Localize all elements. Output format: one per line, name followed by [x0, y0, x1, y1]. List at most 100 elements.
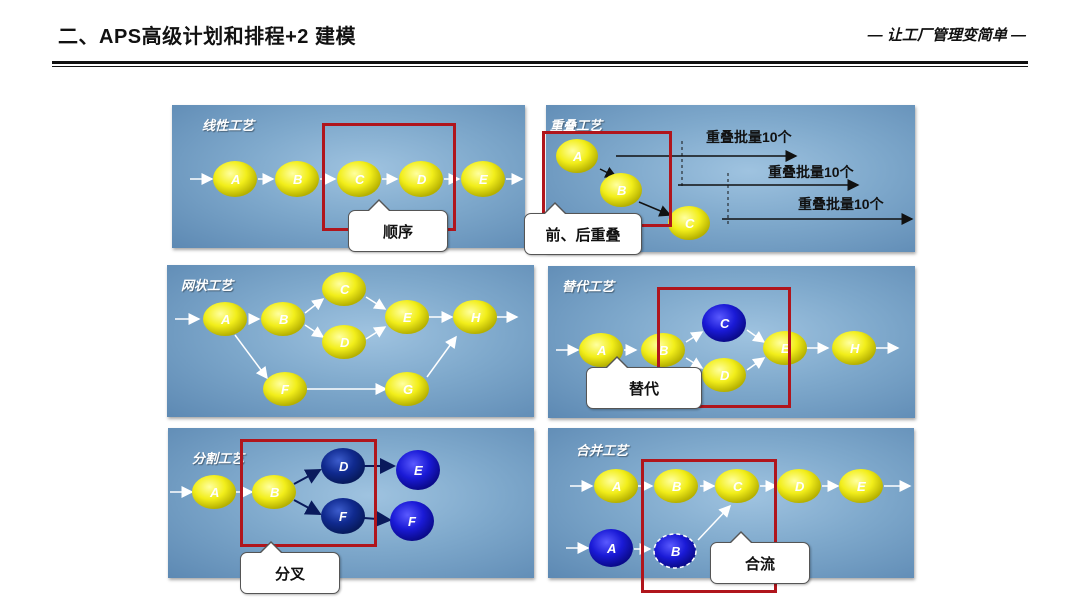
svg-text:B: B: [617, 183, 626, 198]
callout-merge: 合流: [710, 531, 810, 584]
flow-arrows: [175, 296, 519, 395]
callout-alternate: 替代: [586, 356, 702, 409]
node-f-blue: F: [390, 501, 434, 541]
svg-text:A: A: [230, 172, 240, 187]
node-h: H: [453, 300, 497, 334]
node-a: A: [556, 139, 598, 173]
header-slogan: — 让工厂管理变简单 —: [867, 27, 1026, 44]
svg-text:E: E: [479, 172, 488, 187]
node-b: B: [275, 161, 319, 197]
panel-merge-process: 合并工艺 A B C D E A B 合流: [548, 428, 914, 593]
highlight-box: [240, 439, 377, 547]
svg-text:D: D: [417, 172, 427, 187]
svg-text:B: B: [672, 479, 681, 494]
panel-overlap-process: 重叠工艺 重叠批量10个 重叠批量10个 重叠批量10个 A B C 前、后重叠: [524, 105, 915, 255]
node-a: A: [213, 161, 257, 197]
panel-title: 重叠工艺: [550, 118, 603, 133]
node-c: C: [337, 161, 381, 197]
node-a: A: [192, 475, 236, 509]
svg-text:A: A: [220, 312, 230, 327]
svg-text:C: C: [340, 282, 350, 297]
panel-network-process: 网状工艺 A B C D E H F G: [167, 265, 534, 417]
svg-text:A: A: [572, 149, 582, 164]
svg-text:B: B: [293, 172, 302, 187]
node-c: C: [322, 272, 366, 306]
panel-linear-process: 线性工艺 A B C D E 顺序: [172, 105, 525, 252]
svg-text:C: C: [720, 316, 730, 331]
panel-title: 分割工艺: [192, 451, 245, 466]
panel-title: 替代工艺: [562, 279, 615, 294]
highlight-box: [641, 459, 777, 593]
svg-text:A: A: [209, 485, 219, 500]
svg-text:B: B: [279, 312, 288, 327]
node-d: D: [322, 325, 366, 359]
page-title: 二、APS高级计划和排程+2 建模: [58, 26, 356, 48]
node-d: D: [702, 358, 746, 392]
overlap-guides: [681, 141, 729, 225]
panel-title: 合并工艺: [576, 443, 629, 458]
svg-text:A: A: [606, 541, 616, 556]
node-e: E: [385, 300, 429, 334]
node-d: D: [399, 161, 443, 197]
svg-text:C: C: [685, 216, 695, 231]
header-divider-thin: [52, 66, 1028, 67]
header-divider-thick: [52, 61, 1028, 64]
svg-text:A: A: [596, 343, 606, 358]
node-b: B: [641, 333, 685, 367]
node-c: C: [715, 469, 759, 503]
overlap-flow-diagram: 重叠批量10个 重叠批量10个 重叠批量10个 A B C: [556, 129, 914, 240]
node-d: D: [777, 469, 821, 503]
batch-label-1: 重叠批量10个: [706, 129, 793, 145]
flow-arrows: [556, 329, 900, 371]
node-a: A: [203, 302, 247, 336]
flow-arrows: [566, 480, 912, 555]
svg-text:C: C: [733, 479, 743, 494]
node-a: A: [594, 469, 638, 503]
node-b: B: [261, 302, 305, 336]
svg-text:A: A: [611, 479, 621, 494]
svg-text:E: E: [414, 463, 423, 478]
linear-flow-diagram: A B C D E: [190, 161, 524, 197]
svg-text:C: C: [355, 172, 365, 187]
svg-text:F: F: [339, 509, 348, 524]
node-f: F: [263, 372, 307, 406]
callout-overlap: 前、后重叠: [524, 202, 642, 255]
highlight-box: [657, 287, 791, 408]
branch-arrows: [293, 458, 396, 527]
node-b: B: [252, 475, 296, 509]
node-e-blue: E: [396, 450, 440, 490]
node-b-blue: B: [653, 533, 697, 569]
svg-text:B: B: [671, 544, 680, 559]
panel-title: 网状工艺: [181, 278, 234, 293]
node-f-darkblue: F: [321, 498, 365, 534]
svg-text:E: E: [781, 341, 790, 356]
batch-label-2: 重叠批量10个: [768, 164, 855, 180]
svg-text:H: H: [471, 310, 481, 325]
network-flow-diagram: A B C D E H F G: [175, 272, 519, 406]
svg-text:H: H: [850, 341, 860, 356]
svg-text:B: B: [270, 485, 279, 500]
node-b: B: [600, 173, 642, 207]
node-b: B: [654, 469, 698, 503]
svg-text:D: D: [795, 479, 805, 494]
node-a-blue: A: [589, 529, 633, 567]
svg-text:D: D: [339, 459, 349, 474]
callout-sequence: 顺序: [348, 199, 448, 252]
svg-text:B: B: [659, 343, 668, 358]
node-c: C: [668, 206, 710, 240]
svg-text:D: D: [340, 335, 350, 350]
node-e: E: [763, 331, 807, 365]
svg-text:F: F: [281, 382, 290, 397]
batch-label-3: 重叠批量10个: [798, 196, 885, 212]
svg-text:E: E: [403, 310, 412, 325]
svg-text:E: E: [857, 479, 866, 494]
node-h: H: [832, 331, 876, 365]
panel-split-process: 分割工艺 A B D F E F 分叉: [168, 428, 534, 594]
node-d-darkblue: D: [321, 448, 365, 484]
merge-flow-diagram: A B C D E A B: [566, 469, 912, 569]
svg-text:G: G: [403, 382, 413, 397]
node-e: E: [461, 161, 505, 197]
node-c-blue: C: [702, 304, 746, 342]
node-g: G: [385, 372, 429, 406]
panel-alternate-process: 替代工艺 A B C D E H 替代: [548, 266, 915, 418]
